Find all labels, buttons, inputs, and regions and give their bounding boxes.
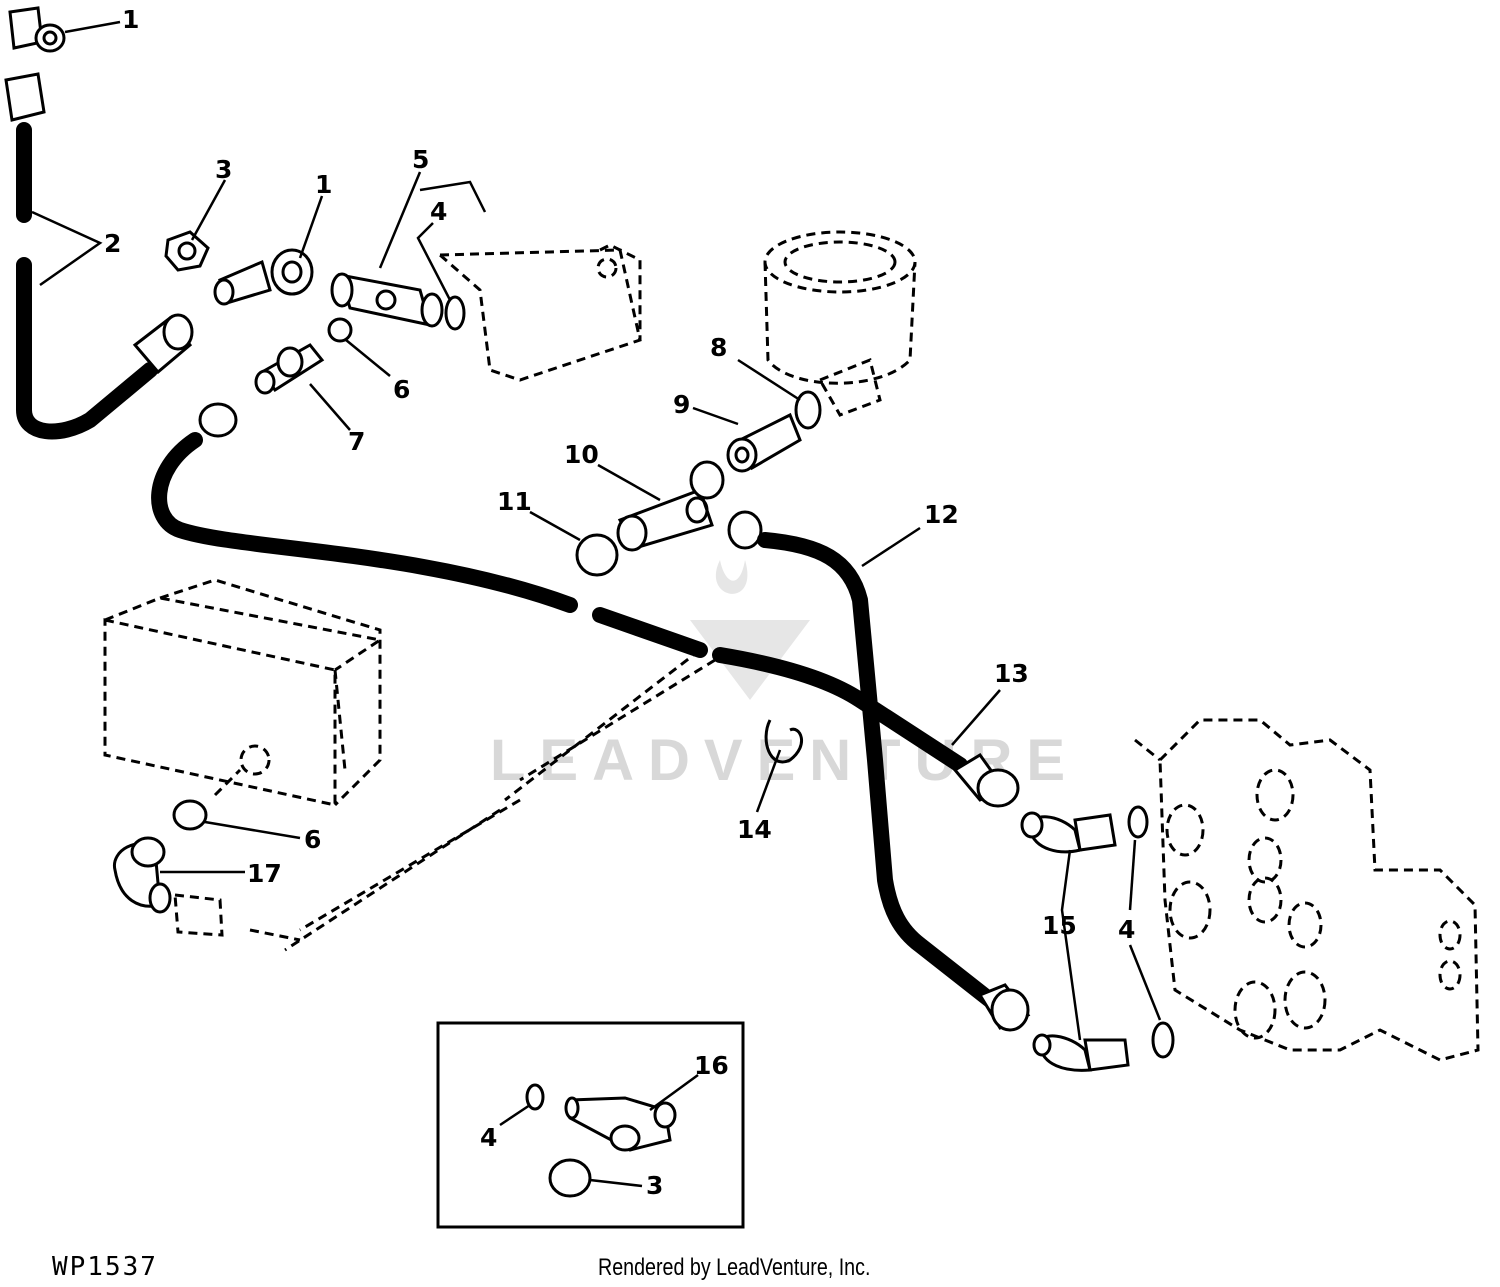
callout-16: 16 [694, 1051, 729, 1080]
part-15-elbow-upper [1020, 811, 1117, 854]
inset-box [436, 1021, 745, 1229]
tank-dashed [103, 578, 384, 807]
credit-text: Rendered by LeadVenture, Inc. [598, 1254, 871, 1281]
valve-body-dashed [1134, 718, 1480, 1062]
callout-6-lower: 6 [304, 825, 321, 854]
callout-7: 7 [348, 427, 365, 456]
part-4-oring-lower [1151, 1021, 1175, 1059]
part-2-hose [4, 72, 194, 440]
part-1-elbow [213, 248, 314, 306]
part-13-hose [151, 402, 1020, 808]
callout-labels: 1 1 2 3 3 4 4 4 5 6 6 7 8 9 10 11 12 13 … [104, 5, 1135, 1200]
part-5-fitting [330, 272, 444, 328]
diagram-code: WP1537 [52, 1252, 158, 1282]
part-12-hose [727, 510, 1031, 1032]
callout-10: 10 [564, 440, 599, 469]
callout-4-inset: 4 [480, 1123, 497, 1152]
part-7-fitting [254, 343, 325, 395]
part-4-oring-upper [1127, 805, 1149, 839]
callout-5: 5 [412, 145, 429, 174]
part-9-fitting [726, 412, 802, 473]
callout-9: 9 [673, 390, 690, 419]
part-8-oring [794, 390, 822, 430]
leader-lines [31, 20, 1162, 1188]
callout-12: 12 [924, 500, 959, 529]
part-14-clip [764, 719, 803, 764]
part-6-oring-lower [172, 799, 208, 831]
callout-17: 17 [247, 859, 282, 888]
filter-canister-dashed [763, 230, 917, 417]
part-1-top-elbow [8, 6, 66, 53]
dashed-hose [249, 648, 716, 952]
callout-6-top: 6 [393, 375, 410, 404]
callout-13: 13 [994, 659, 1029, 688]
callout-4-top: 4 [430, 197, 447, 226]
callout-4-right: 4 [1118, 915, 1135, 944]
callout-3: 3 [215, 155, 232, 184]
callout-11: 11 [497, 487, 532, 516]
bracket-dashed [436, 243, 642, 382]
callout-8: 8 [710, 333, 727, 362]
part-15-elbow-lower [1032, 1033, 1130, 1072]
part-6-oring [327, 317, 353, 343]
callout-1: 1 [315, 170, 332, 199]
part-11-cap [575, 533, 619, 577]
callout-1-top: 1 [122, 5, 139, 34]
part-17-elbow [113, 836, 224, 937]
callout-14: 14 [737, 815, 772, 844]
callout-2: 2 [104, 229, 121, 258]
part-10-tee [616, 460, 725, 552]
callout-3-inset: 3 [646, 1171, 663, 1200]
callout-15: 15 [1042, 911, 1077, 940]
part-3-nut [164, 230, 210, 272]
